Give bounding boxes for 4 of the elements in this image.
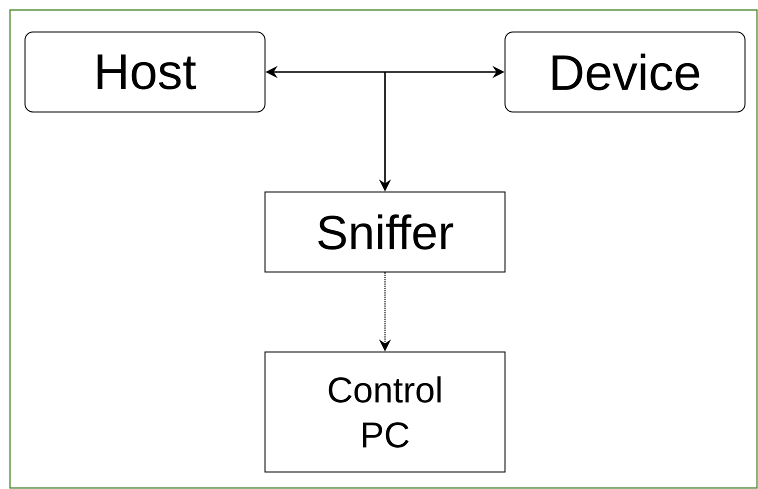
rounded-box: Device	[504, 32, 746, 112]
process-box: Control PC	[264, 352, 506, 472]
process-box: Sniffer	[264, 192, 506, 272]
rounded-box: Host	[24, 32, 266, 112]
